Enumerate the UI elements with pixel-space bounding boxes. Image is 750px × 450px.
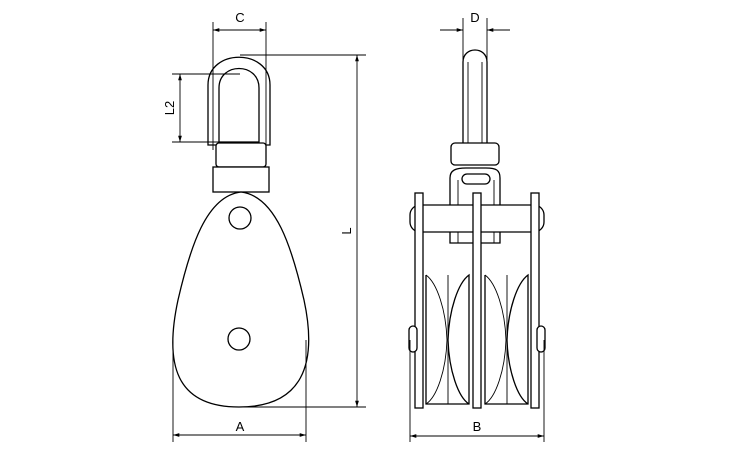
axle-boss-left <box>408 325 418 353</box>
front-view <box>172 56 310 408</box>
dim-label-l2: L2 <box>162 101 177 115</box>
sheave-left <box>425 273 470 405</box>
dim-label-a: A <box>236 419 245 434</box>
dim-label-d: D <box>470 10 479 25</box>
outer-plate-right <box>530 192 540 409</box>
side-view <box>408 49 546 409</box>
swivel-eye <box>207 56 271 146</box>
side-shackle <box>462 49 488 146</box>
upper-hole <box>228 206 252 230</box>
dimension-labels: C D L2 L A B <box>162 10 481 434</box>
axle-boss-right <box>536 325 546 353</box>
center-plate <box>472 192 482 409</box>
side-collar <box>450 142 500 166</box>
dim-label-l: L <box>339 227 354 234</box>
swivel-collar <box>215 142 267 168</box>
dim-label-c: C <box>235 10 244 25</box>
sheave-right <box>484 273 529 405</box>
outer-plate-left <box>414 192 424 409</box>
side-plate <box>172 191 310 408</box>
dim-label-b: B <box>473 419 482 434</box>
dimension-lines <box>172 18 545 442</box>
axle-hole <box>227 327 251 351</box>
swivel-neck <box>212 166 270 193</box>
